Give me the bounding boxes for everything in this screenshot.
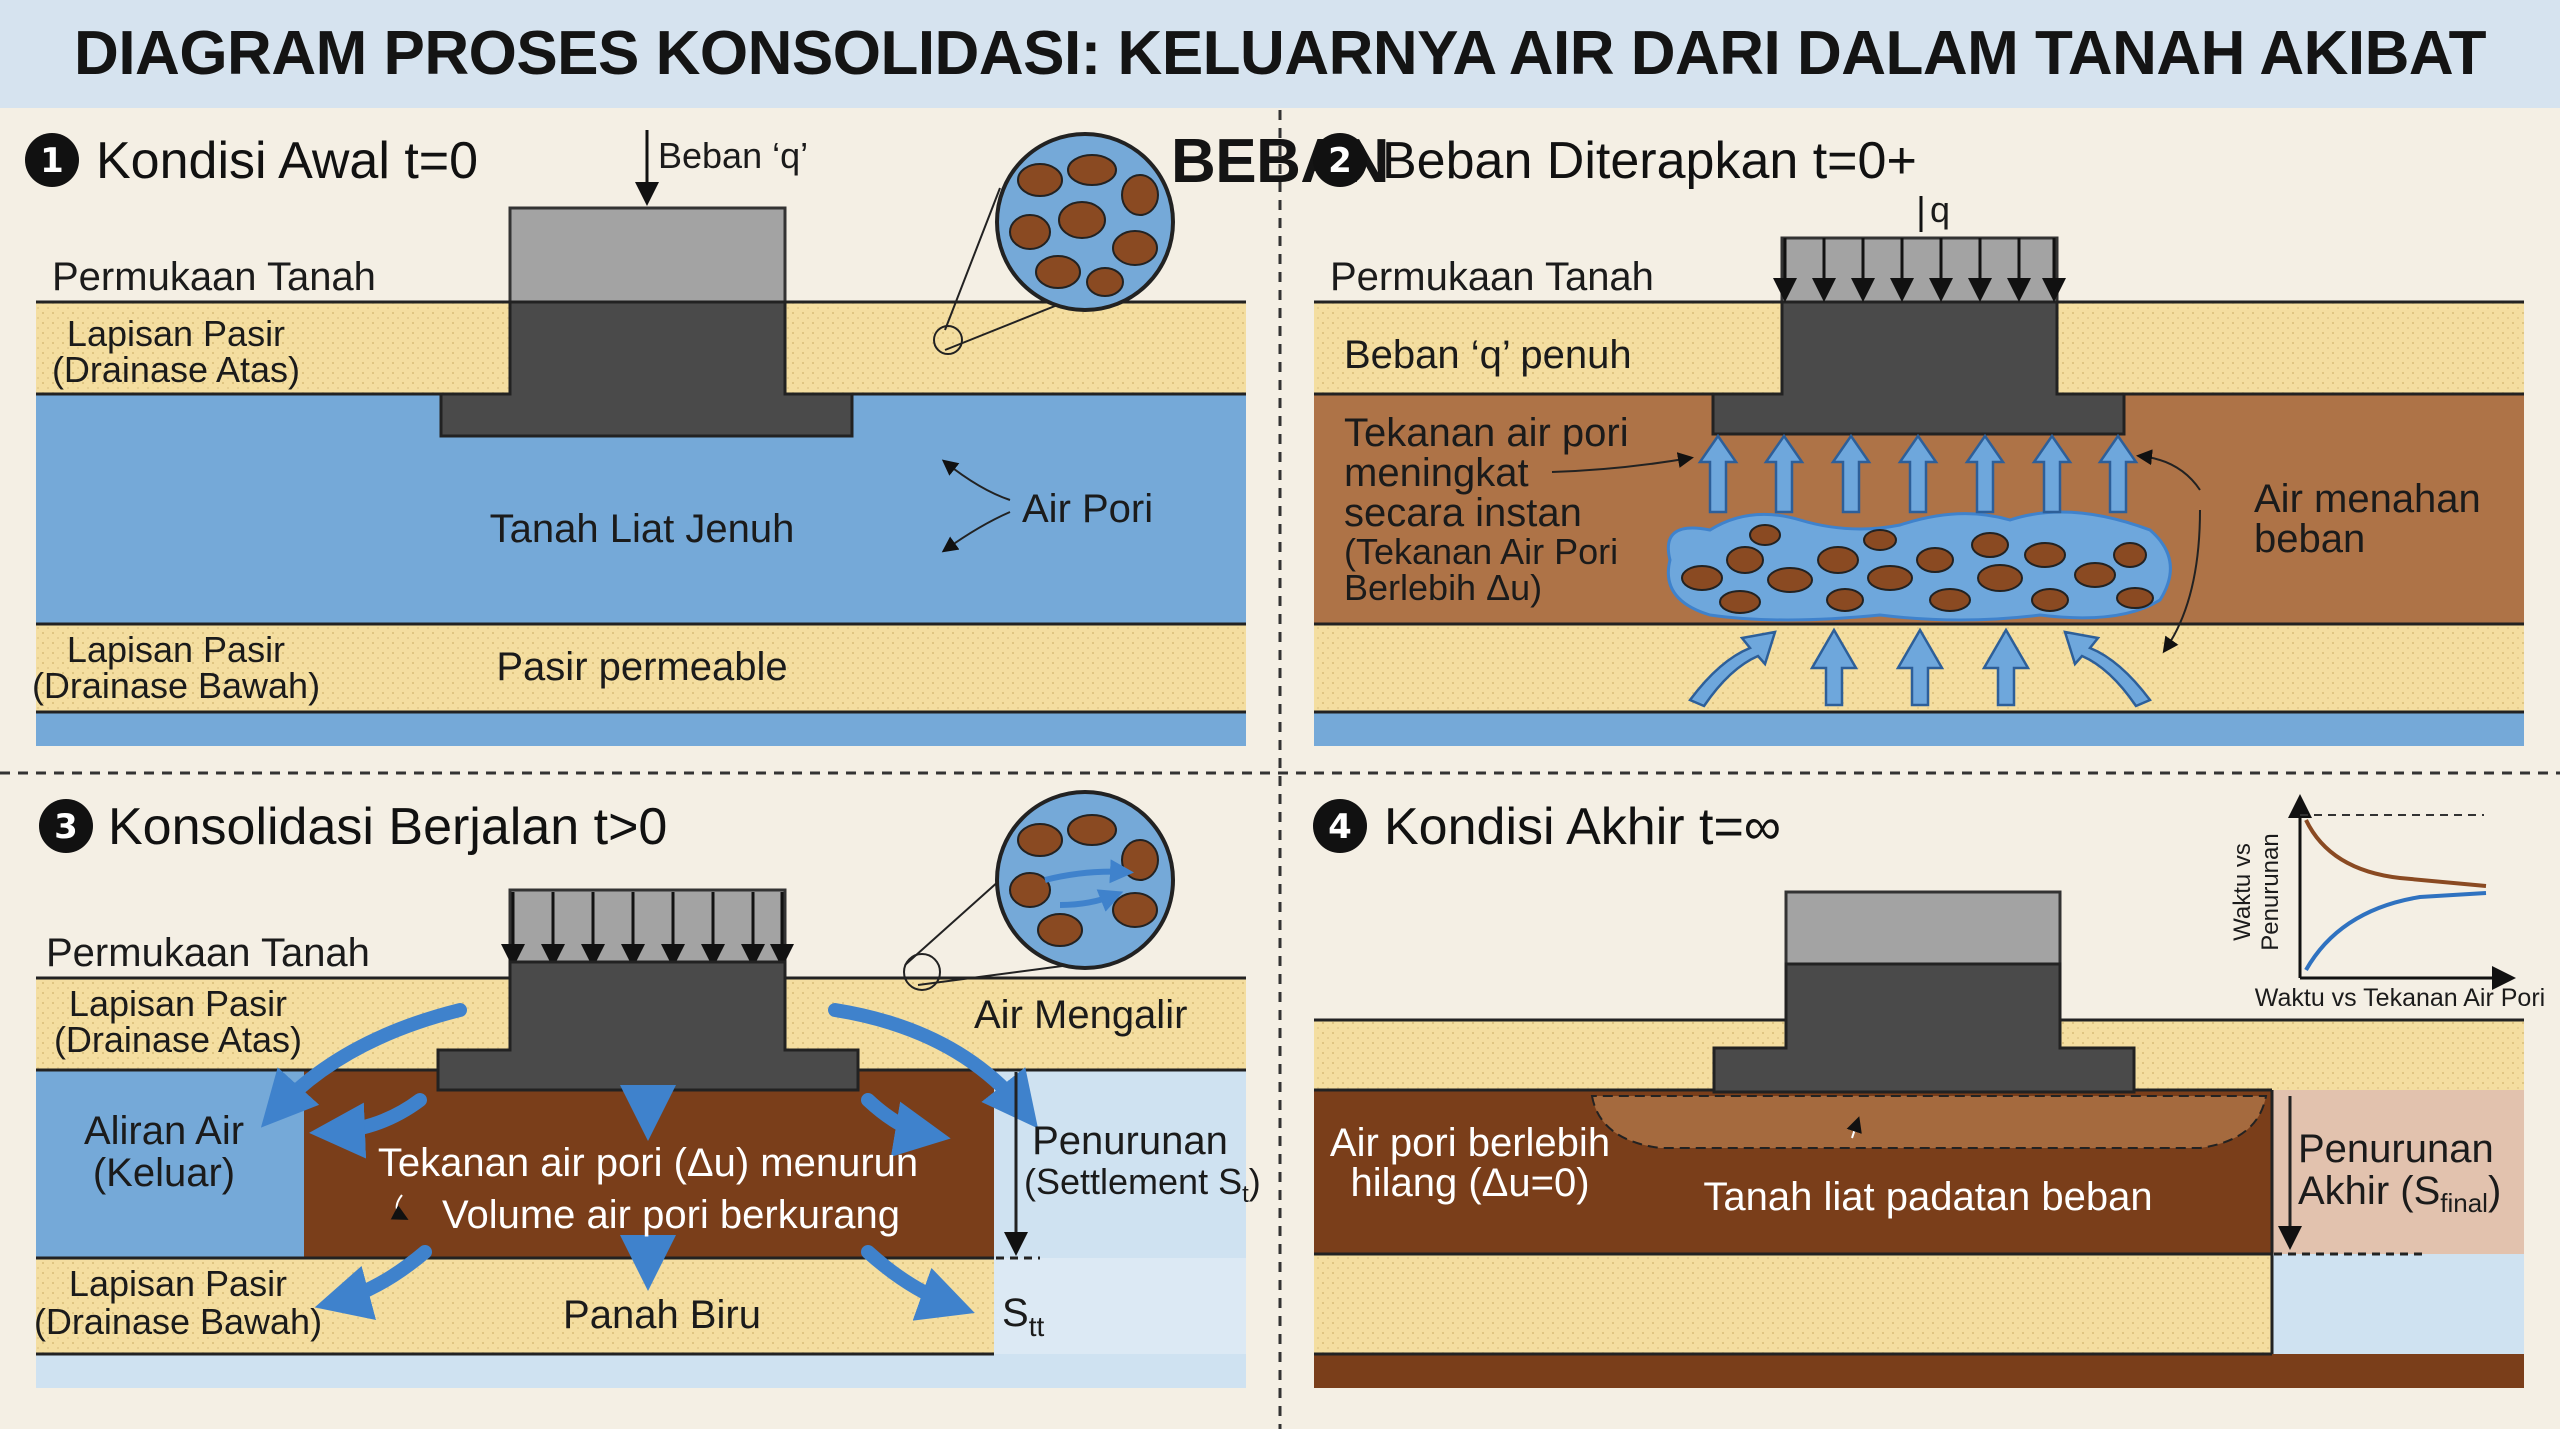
clay-label: Tanah Liat Jenuh bbox=[490, 507, 795, 551]
excess-pore-zone bbox=[1590, 1095, 2268, 1149]
full-load-label: Beban ‘q’ penuh bbox=[1344, 333, 1632, 377]
base-water bbox=[1314, 712, 2524, 746]
panel-3-heading: Konsolidasi Berjalan t>0 bbox=[108, 798, 667, 856]
bottom-sand-label: Lapisan Pasir bbox=[67, 629, 285, 670]
panel-1-heading: Kondisi Awal t=0 bbox=[96, 132, 478, 190]
final-settlement-text: Akhir (S bbox=[2298, 1169, 2440, 1213]
top-drainage-label: (Drainase Atas) bbox=[52, 349, 300, 390]
top-sand-label: Lapisan Pasir bbox=[67, 313, 285, 354]
excess-pore-label-1: Air pori berlebih bbox=[1330, 1121, 1610, 1165]
settlement-label-1: Penurunan bbox=[1032, 1119, 1228, 1163]
graph-xlabel: Waktu vs Tekanan Air Pori bbox=[2255, 984, 2545, 1012]
settlement-label-2: (Settlement St) bbox=[1024, 1161, 1261, 1208]
distributed-load-arrows bbox=[1773, 196, 2066, 302]
graph-ylabel-2: Penurunan bbox=[2257, 833, 2284, 950]
step-2-badge bbox=[1313, 133, 1367, 187]
water-holds-label-2: beban bbox=[2254, 517, 2365, 561]
soil-particles-zoom-icon bbox=[995, 132, 1175, 312]
step-4-number: 4 bbox=[1328, 807, 1352, 847]
ground-surface-label: Permukaan Tanah bbox=[46, 931, 370, 975]
panel-3-consolidation bbox=[36, 790, 1246, 1388]
step-1-badge bbox=[25, 133, 79, 187]
footing bbox=[1711, 300, 2126, 436]
soil-particles bbox=[1681, 524, 2154, 614]
water-holds-label-1: Air menahan bbox=[2254, 477, 2481, 521]
settlement-curve bbox=[2304, 891, 2487, 971]
panel-2-load-applied bbox=[1314, 196, 2524, 746]
stt-label: Stt bbox=[1002, 1291, 1044, 1342]
upward-pressure-arrows bbox=[1688, 433, 2152, 708]
ground-surface-label: Permukaan Tanah bbox=[52, 255, 376, 299]
pressure-label-5: Berlebih Δu) bbox=[1344, 567, 1542, 608]
blue-arrow-label: Panah Biru bbox=[563, 1293, 761, 1337]
consolidated-clay-label: Tanah liat padatan beban bbox=[1703, 1175, 2152, 1219]
panel-4-final-condition bbox=[1314, 794, 2524, 1388]
pressure-label-4: (Tekanan Air Pori bbox=[1344, 531, 1618, 572]
pressure-label-1: Tekanan air pori bbox=[1344, 411, 1629, 455]
settlement-label-text: (Settlement S bbox=[1024, 1161, 1242, 1202]
load-label: Beban ‘q’ bbox=[658, 135, 808, 176]
page-title: DIAGRAM PROSES KONSOLIDASI: KELUARNYA AI… bbox=[74, 19, 2486, 196]
panel-1-initial-condition bbox=[36, 130, 1246, 746]
base-water bbox=[36, 712, 1246, 746]
zoom-source-circle bbox=[933, 325, 963, 355]
graph-ylabel-1: Waktu vs bbox=[2229, 843, 2256, 941]
outflow-label-1: Aliran Air bbox=[84, 1109, 244, 1153]
stt-subscript: tt bbox=[1029, 1311, 1045, 1342]
final-settlement-close: ) bbox=[2488, 1169, 2501, 1213]
final-settlement-subscript: final bbox=[2440, 1188, 2488, 1218]
footing bbox=[439, 300, 854, 438]
water-flows-label: Air Mengalir bbox=[974, 993, 1187, 1037]
bottom-drainage-label: (Drainase Bawah) bbox=[34, 1301, 322, 1342]
pressure-label-3: secara instan bbox=[1344, 491, 1582, 535]
zoom-source-circle bbox=[903, 953, 941, 991]
pore-water-label: Air Pori bbox=[1022, 487, 1153, 531]
pressure-decrease-label: Tekanan air pori (Δu) menurun bbox=[378, 1141, 918, 1185]
bottom-sand-layer bbox=[1314, 1254, 2272, 1354]
panel-4-heading: Kondisi Akhir t=∞ bbox=[1384, 798, 1781, 856]
final-settlement-label-1: Penurunan bbox=[2298, 1127, 2494, 1171]
soil-flow-zoom-icon bbox=[995, 790, 1175, 970]
footing bbox=[436, 960, 860, 1092]
step-3-number: 3 bbox=[54, 807, 78, 847]
time-settlement-graph bbox=[2288, 794, 2516, 990]
pressure-label-2: meningkat bbox=[1344, 451, 1529, 495]
step-2-number: 2 bbox=[1328, 141, 1352, 181]
load-q-label: q bbox=[1930, 189, 1950, 230]
stt-main: S bbox=[1002, 1291, 1029, 1335]
pore-pressure-curve bbox=[2304, 819, 2487, 888]
bottom-sand-label: Lapisan Pasir bbox=[69, 1263, 287, 1304]
drainage-flow-arrows bbox=[260, 1003, 1039, 1321]
panel-2-heading: Beban Diterapkan t=0+ bbox=[1382, 132, 1917, 190]
final-settlement-label-2: Akhir (Sfinal) bbox=[2298, 1169, 2501, 1218]
permeable-sand-label: Pasir permeable bbox=[496, 645, 787, 689]
ground-surface-label: Permukaan Tanah bbox=[1330, 255, 1654, 299]
top-sand-label: Lapisan Pasir bbox=[69, 983, 287, 1024]
settlement-subscript: t bbox=[1242, 1181, 1249, 1208]
distributed-load-arrows bbox=[501, 892, 794, 968]
bottom-sand-layer bbox=[36, 624, 1246, 712]
step-3-badge bbox=[39, 799, 93, 853]
load-block bbox=[508, 206, 787, 306]
step-4-badge bbox=[1313, 799, 1367, 853]
excess-pore-label-2: hilang (Δu=0) bbox=[1350, 1161, 1589, 1205]
outflow-label-2: (Keluar) bbox=[93, 1151, 235, 1195]
bottom-drainage-label: (Drainase Bawah) bbox=[32, 665, 320, 706]
outflow-water-zone bbox=[36, 1070, 304, 1258]
title-bar bbox=[0, 0, 2560, 108]
bottom-sand-layer bbox=[36, 1258, 994, 1354]
top-drainage-label: (Drainase Atas) bbox=[54, 1019, 302, 1060]
volume-decrease-label: Volume air pori berkurang bbox=[442, 1193, 900, 1237]
step-1-number: 1 bbox=[40, 141, 64, 181]
footing bbox=[1712, 962, 2136, 1094]
final-settlement-zone bbox=[2272, 1090, 2524, 1254]
